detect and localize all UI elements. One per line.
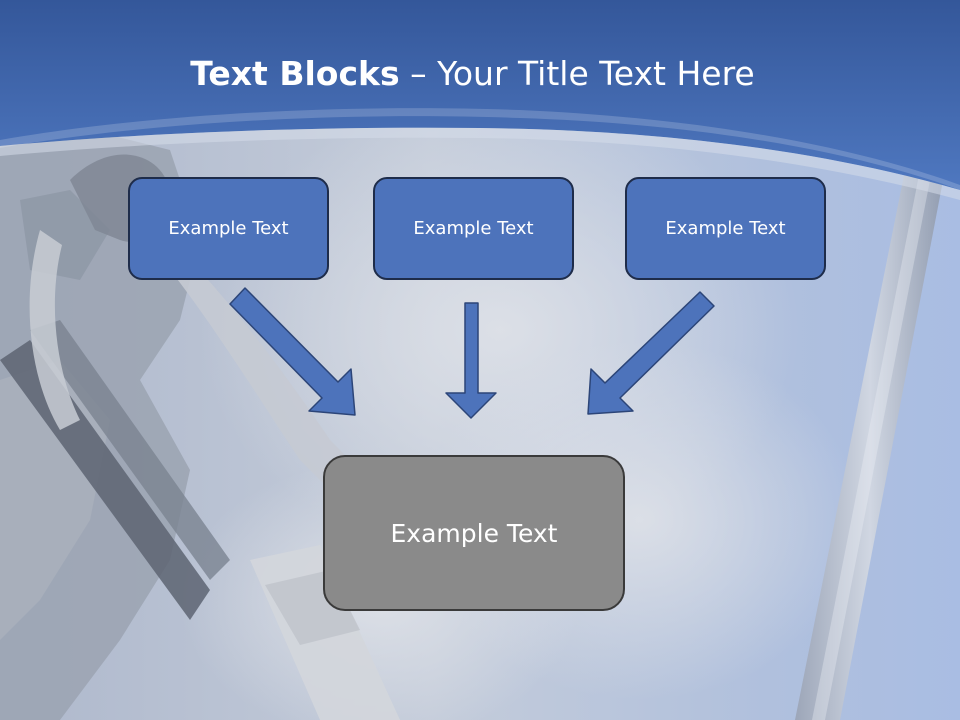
text-block-center[interactable]: Example Text: [323, 455, 625, 611]
arrow-center-down: [445, 302, 497, 419]
arrow-right-down-left: [587, 291, 715, 415]
text-block-top-center-label: Example Text: [413, 218, 534, 239]
text-block-top-right-label: Example Text: [665, 218, 786, 239]
text-block-center-label: Example Text: [390, 518, 558, 548]
text-block-top-left[interactable]: Example Text: [128, 177, 329, 280]
text-block-top-right[interactable]: Example Text: [625, 177, 826, 280]
arrow-left-down-right: [229, 287, 356, 416]
text-block-top-left-label: Example Text: [168, 218, 289, 239]
title-rest: – Your Title Text Here: [399, 54, 755, 93]
text-block-top-center[interactable]: Example Text: [373, 177, 574, 280]
slide-title: Text Blocks – Your Title Text Here: [0, 50, 945, 98]
title-bold: Text Blocks: [190, 54, 400, 93]
